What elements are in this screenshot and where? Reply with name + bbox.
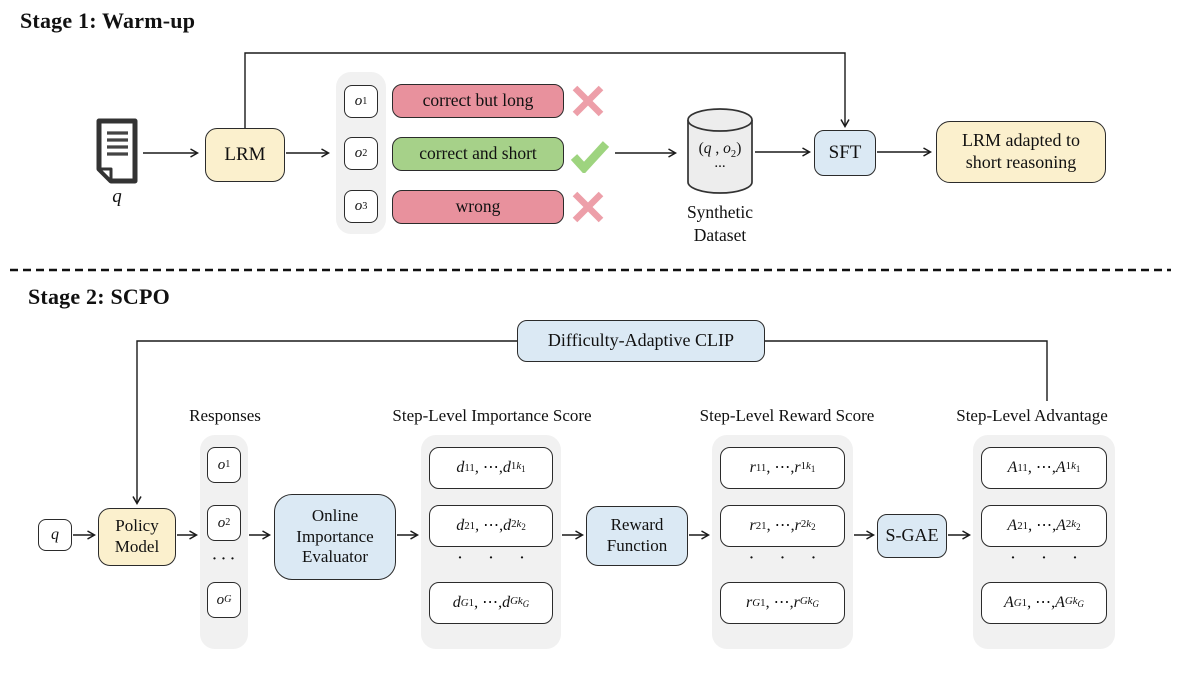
cross-icon [572, 85, 604, 117]
lrm-box: LRM [205, 128, 285, 182]
policy-model-box: Policy Model [98, 508, 176, 566]
check-icon [570, 141, 610, 173]
stage1-title: Stage 1: Warm-up [20, 8, 196, 33]
result-correct-but-long: correct but long [392, 84, 564, 118]
result-correct-and-short: correct and short [392, 137, 564, 171]
difficulty-adaptive-clip-box: Difficulty-Adaptive CLIP [517, 320, 765, 362]
stage2-title: Stage 2: SCPO [28, 284, 170, 309]
dataset-ellipsis: ... [714, 154, 726, 171]
query-document-icon [96, 118, 138, 184]
sgae-box: S-GAE [877, 514, 947, 558]
dataset-pair-text: (q , o2) [698, 139, 742, 160]
clip-to-advantage-line [765, 340, 1048, 401]
importance-score-label: Step-Level Importance Score [392, 406, 592, 425]
result-wrong: wrong [392, 190, 564, 224]
database-cylinder-icon [687, 108, 753, 194]
clip-to-policy-line [132, 340, 517, 506]
lrm-adapted-box: LRM adapted to short reasoning [936, 121, 1106, 183]
sft-box: SFT [814, 130, 876, 176]
reward-score-label: Step-Level Reward Score [699, 406, 875, 425]
importance-dots: ∙ ∙ ∙ [458, 551, 536, 566]
dataset-content: (q , o2) ... [688, 128, 752, 180]
advantage-dots: ∙ ∙ ∙ [1011, 551, 1089, 566]
responses-dots: ∙ ∙ ∙ [212, 552, 236, 567]
responses-label: Responses [189, 406, 261, 425]
cross-icon [572, 191, 604, 223]
online-importance-evaluator-box: Online Importance Evaluator [274, 494, 396, 580]
reward-function-box: Reward Function [586, 506, 688, 566]
lrm-to-sft-feedback-line [244, 52, 850, 129]
advantage-label: Step-Level Advantage [956, 406, 1108, 425]
stage2-query-box: q [38, 519, 72, 551]
stage1-query-label: q [112, 186, 122, 207]
synthetic-dataset-label: Synthetic Dataset [686, 202, 754, 245]
reward-dots: ∙ ∙ ∙ [749, 551, 828, 566]
